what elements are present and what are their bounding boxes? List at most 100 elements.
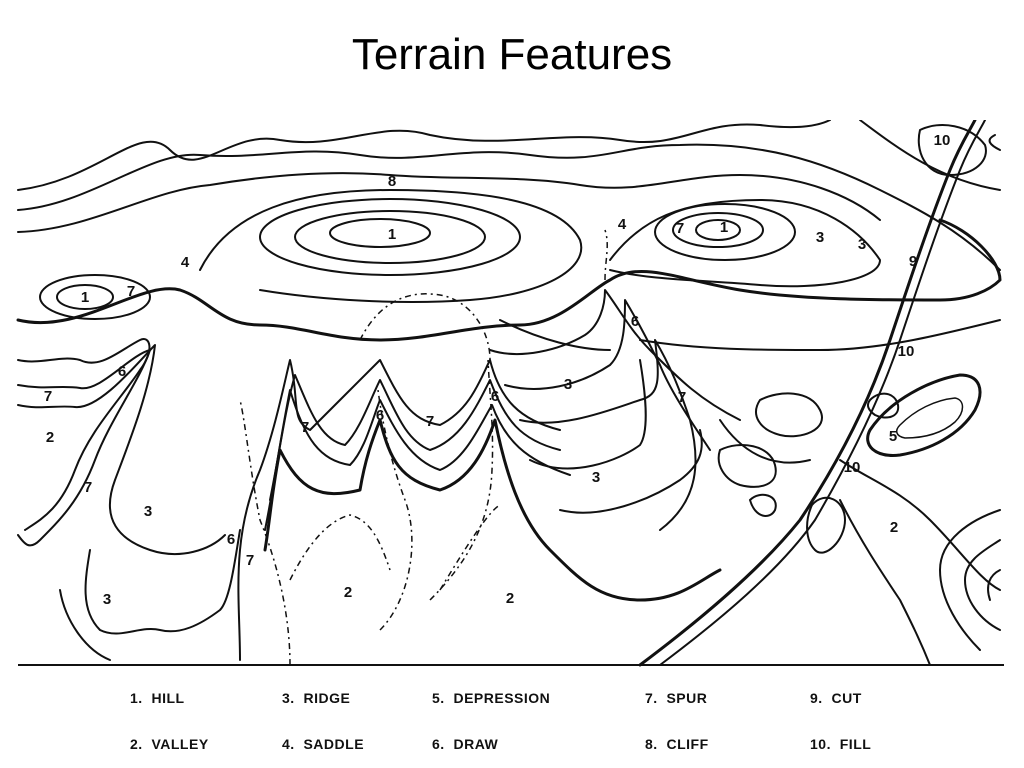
map-label: 6 xyxy=(227,531,235,548)
contour-line xyxy=(749,493,777,517)
contour-line xyxy=(84,529,241,635)
map-label: 10 xyxy=(898,343,915,360)
map-label: 7 xyxy=(246,552,254,569)
depression-contour xyxy=(866,373,982,457)
contour-line xyxy=(839,459,1001,591)
map-label: 9 xyxy=(909,253,917,270)
map-label: 4 xyxy=(181,254,190,271)
contour-line xyxy=(609,199,881,288)
contour-line xyxy=(866,392,900,419)
drainage-line xyxy=(377,389,413,631)
map-label: 10 xyxy=(844,459,861,476)
contour-line xyxy=(988,134,1001,151)
contour-line xyxy=(639,319,1001,351)
contour-line xyxy=(17,120,831,191)
map-label: 3 xyxy=(858,236,866,253)
map-label: 8 xyxy=(388,173,396,190)
drainage-line xyxy=(289,514,391,581)
map-label: 1 xyxy=(720,219,728,236)
contour-line xyxy=(519,339,697,531)
legend-item-spur: 7. SPUR xyxy=(645,690,708,706)
map-label: 1 xyxy=(388,226,396,243)
map-label: 7 xyxy=(301,419,309,436)
map-label: 2 xyxy=(46,429,54,446)
legend: 1. HILL 2. VALLEY 3. RIDGE 4. SADDLE 5. … xyxy=(0,680,1024,768)
hill-contour xyxy=(654,203,796,261)
hill-contour xyxy=(695,219,741,241)
map-label: 2 xyxy=(890,519,898,536)
legend-item-fill: 10. FILL xyxy=(810,736,872,752)
contour-line xyxy=(839,499,931,666)
legend-item-cut: 9. CUT xyxy=(810,690,862,706)
contour-line xyxy=(237,359,561,661)
contour-line xyxy=(504,299,711,451)
map-label: 3 xyxy=(144,503,152,520)
contour-line xyxy=(17,143,1001,271)
map-label: 6 xyxy=(376,407,384,424)
page-title: Terrain Features xyxy=(351,30,673,79)
legend-item-hill: 1. HILL xyxy=(130,690,185,706)
contour-line xyxy=(939,509,1001,651)
map-label: 3 xyxy=(816,229,824,246)
contour-line xyxy=(17,349,151,547)
map-label: 3 xyxy=(564,376,572,393)
map-label: 10 xyxy=(934,132,951,149)
drainage-line xyxy=(439,504,501,591)
map-label: 6 xyxy=(118,363,126,380)
drainage-line xyxy=(604,229,608,281)
road-cut-fill xyxy=(659,120,986,666)
contour-line xyxy=(964,539,1001,631)
map-label: 7 xyxy=(676,220,684,237)
contour-line xyxy=(489,289,741,421)
hill-contour xyxy=(294,210,486,264)
contour-line xyxy=(859,120,1001,191)
legend-item-saddle: 4. SADDLE xyxy=(282,736,365,752)
terrain-contour-map: 8 1 4 1 7 4 7 1 3 3 10 9 6 10 6 7 2 7 3 … xyxy=(16,120,1004,667)
hill-contour xyxy=(329,218,431,248)
map-label: 7 xyxy=(127,283,135,300)
map-label: 5 xyxy=(889,428,897,445)
hill-contour xyxy=(56,284,114,310)
map-label: 6 xyxy=(491,388,499,405)
contour-line xyxy=(559,429,703,514)
contour-line xyxy=(269,374,561,501)
contour-line xyxy=(987,569,1001,601)
map-label: 1 xyxy=(81,289,89,306)
map-label: 3 xyxy=(592,469,600,486)
drainage-line xyxy=(239,399,291,666)
hill-contour xyxy=(39,274,151,320)
map-label: 7 xyxy=(678,389,686,406)
legend-item-valley: 2. VALLEY xyxy=(130,736,209,752)
contour-line xyxy=(755,392,823,438)
road-cut-fill xyxy=(638,120,977,667)
legend-item-cliff: 8. CLIFF xyxy=(645,736,709,752)
map-label: 7 xyxy=(426,413,434,430)
contour-line xyxy=(806,496,846,554)
contour-line xyxy=(719,419,811,464)
depression-contour xyxy=(895,397,964,439)
drainage-line xyxy=(429,359,494,601)
contour-line xyxy=(917,124,987,176)
map-label: 7 xyxy=(84,479,92,496)
contour-line xyxy=(59,589,111,661)
contour-line xyxy=(17,172,881,233)
legend-item-draw: 6. DRAW xyxy=(432,736,499,752)
contour-line xyxy=(263,418,722,602)
map-label: 3 xyxy=(103,591,111,608)
contour-line xyxy=(499,319,611,351)
hill-contour xyxy=(259,198,521,276)
contour-line xyxy=(199,189,583,303)
hill-contour xyxy=(672,212,764,248)
drainage-line xyxy=(359,293,491,361)
contour-line xyxy=(529,359,647,470)
contour-line xyxy=(717,444,777,488)
legend-item-ridge: 3. RIDGE xyxy=(282,690,351,706)
legend-item-depression: 5. DEPRESSION xyxy=(432,690,551,706)
map-label: 7 xyxy=(44,388,52,405)
map-label: 4 xyxy=(618,216,627,233)
contour-line xyxy=(16,218,1002,342)
map-label: 2 xyxy=(344,584,352,601)
map-label: 2 xyxy=(506,590,514,607)
map-label: 6 xyxy=(631,313,639,330)
contour-line xyxy=(17,344,226,556)
